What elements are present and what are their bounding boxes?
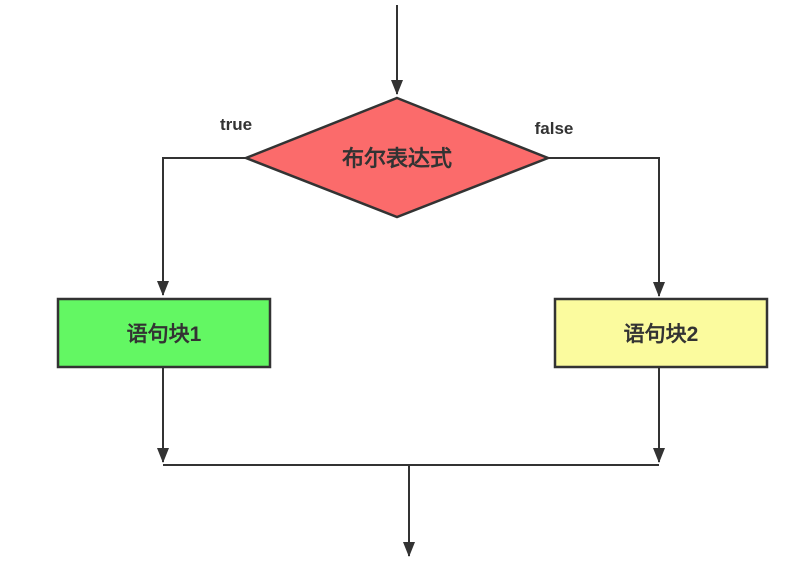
arrow-false-branch xyxy=(548,157,665,297)
statement-block-1 xyxy=(56,297,272,369)
decision-diamond xyxy=(242,96,552,219)
statement-block-2 xyxy=(553,297,769,369)
true-branch-label: true xyxy=(220,115,252,134)
false-branch-label: false xyxy=(535,119,574,138)
arrow-true-branch xyxy=(157,157,246,296)
statement-block-1-label: 语句块1 xyxy=(127,322,202,346)
decision-label: 布尔表达式 xyxy=(342,146,452,171)
statement-block-2-label: 语句块2 xyxy=(624,322,699,346)
